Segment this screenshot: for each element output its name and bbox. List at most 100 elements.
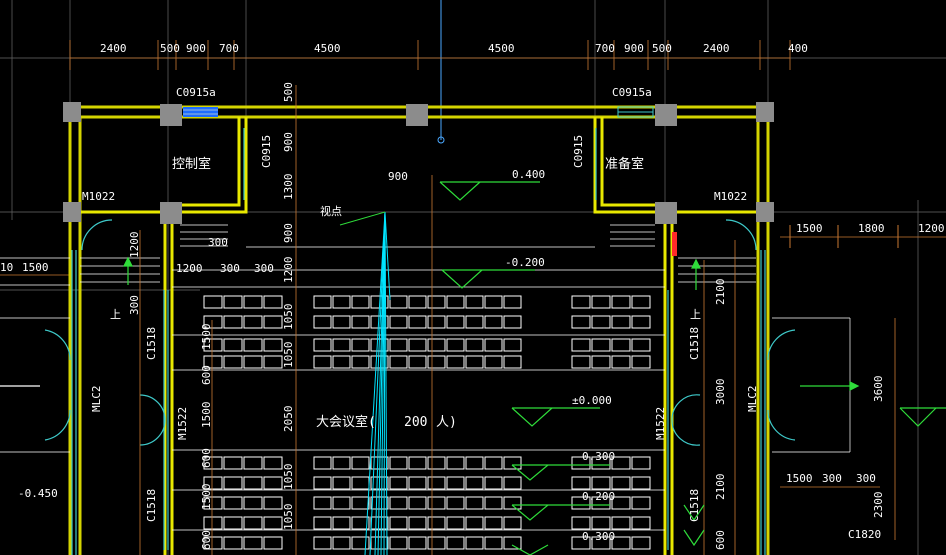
door-mlc2-left: MLC2 xyxy=(90,386,103,413)
seat-70 xyxy=(484,355,503,369)
seat-36 xyxy=(611,315,631,329)
seat-65 xyxy=(389,355,408,369)
left-vdim-5: 1500 xyxy=(200,402,213,429)
dim-1200: 1200 xyxy=(176,262,203,275)
seat-8 xyxy=(389,295,408,309)
seat-58 xyxy=(223,355,243,369)
seat-17 xyxy=(611,295,631,309)
seat-126 xyxy=(465,496,484,510)
seat-110 xyxy=(571,476,591,490)
seat-84 xyxy=(389,456,408,470)
seat-149 xyxy=(591,516,611,530)
seat-108 xyxy=(484,476,503,490)
direction-arrows xyxy=(0,256,860,391)
seat-78 xyxy=(243,456,263,470)
seat-46 xyxy=(389,338,408,352)
seat-75 xyxy=(631,355,651,369)
seat-170 xyxy=(631,536,651,550)
seat-132 xyxy=(631,496,651,510)
sight-lines xyxy=(364,211,391,555)
seat-57 xyxy=(203,355,223,369)
seat-129 xyxy=(571,496,591,510)
left-vdim-3: 1500 xyxy=(200,324,213,351)
top-dim-5: 4500 xyxy=(314,42,341,55)
window-label-top-left: C0915a xyxy=(176,86,216,99)
seat-34 xyxy=(571,315,591,329)
seat-104 xyxy=(408,476,427,490)
level-upper: -0.200 xyxy=(505,256,545,269)
seat-167 xyxy=(571,536,591,550)
seat-14 xyxy=(503,295,522,309)
seat-124 xyxy=(427,496,446,510)
vdim-8: 2050 xyxy=(282,406,295,433)
far-right-dim-5: 300 xyxy=(856,472,876,485)
top-dim-3: 900 xyxy=(186,42,206,55)
far-right-dim-2: 2300 xyxy=(872,492,885,519)
door-m1022-left: M1022 xyxy=(82,190,115,203)
seat-136 xyxy=(263,516,283,530)
level-lower-b: 0.200 xyxy=(582,490,615,503)
seat-31 xyxy=(465,315,484,329)
seat-117 xyxy=(263,496,283,510)
seat-56 xyxy=(631,338,651,352)
seat-33 xyxy=(503,315,522,329)
seat-148 xyxy=(571,516,591,530)
seat-60 xyxy=(263,355,283,369)
axis-bubble xyxy=(437,136,445,144)
red-marker xyxy=(672,232,677,256)
left-vdim-4: 600 xyxy=(200,365,213,385)
door-m1022-right: M1022 xyxy=(714,190,747,203)
seat-25 xyxy=(351,315,370,329)
seat-21 xyxy=(243,315,263,329)
vdim-9: 1050 xyxy=(282,464,295,491)
seat-160 xyxy=(389,536,408,550)
room-capacity-unit: 人) xyxy=(436,415,457,430)
left-vdim-8: 600 xyxy=(200,530,213,550)
seat-74 xyxy=(611,355,631,369)
seat-59 xyxy=(243,355,263,369)
door-swings xyxy=(44,219,796,446)
seat-146 xyxy=(484,516,503,530)
seat-139 xyxy=(351,516,370,530)
seat-168 xyxy=(591,536,611,550)
seat-66 xyxy=(408,355,427,369)
seat-22 xyxy=(263,315,283,329)
seat-53 xyxy=(571,338,591,352)
room-prep: 准备室 xyxy=(605,156,644,172)
seat-52 xyxy=(503,338,522,352)
vdim-3: 1300 xyxy=(282,174,295,201)
left-vdim-1: 1200 xyxy=(128,232,141,259)
seat-147 xyxy=(503,516,522,530)
seat-162 xyxy=(427,536,446,550)
window-c1518-right-a: C1518 xyxy=(688,327,701,360)
left-vdim-6: 600 xyxy=(200,448,213,468)
seat-125 xyxy=(446,496,465,510)
dim-300-a: 300 xyxy=(208,236,228,249)
seat-123 xyxy=(408,496,427,510)
seat-93 xyxy=(611,456,631,470)
seat-19 xyxy=(203,315,223,329)
window-c0915-right: C0915 xyxy=(572,135,585,168)
seat-118 xyxy=(313,496,332,510)
top-dim-10: 2400 xyxy=(703,42,730,55)
left-vdim-2: 300 xyxy=(128,295,141,315)
door-m1522-left: M1522 xyxy=(176,407,189,440)
window-c0915-left: C0915 xyxy=(260,135,273,168)
right-dim-2: 1800 xyxy=(858,222,885,235)
seat-27 xyxy=(389,315,408,329)
top-dim-9: 500 xyxy=(652,42,672,55)
seat-127 xyxy=(484,496,503,510)
window-label-top-right: C0915a xyxy=(612,86,652,99)
center-vertical-dim-labels: 500 900 1300 900 1200 1050 1050 2050 105… xyxy=(282,82,295,530)
seat-98 xyxy=(263,476,283,490)
viewpoint-label: 视点 xyxy=(320,204,342,218)
seat-112 xyxy=(611,476,631,490)
seat-153 xyxy=(223,536,243,550)
seat-55 xyxy=(611,338,631,352)
left-dim-2: 1500 xyxy=(22,261,49,274)
seat-20 xyxy=(223,315,243,329)
seat-16 xyxy=(591,295,611,309)
seat-48 xyxy=(427,338,446,352)
seat-0 xyxy=(203,295,223,309)
